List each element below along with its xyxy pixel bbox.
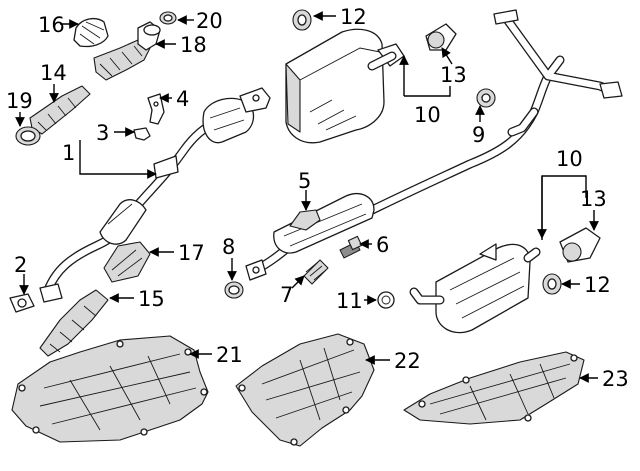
part-12-hanger-upper[interactable] [292,9,312,31]
callout-22: 22 [394,349,421,373]
callout-9: 9 [472,123,485,147]
callout-13-upper: 13 [440,63,467,87]
part-15-heat-shield[interactable] [39,289,109,357]
part-2-gasket[interactable] [9,293,35,313]
part-22-center-heat-shield[interactable] [235,333,375,447]
part-6-bolt[interactable] [339,235,363,259]
part-14-heat-shield[interactable] [29,85,91,135]
callout-8: 8 [222,235,235,259]
callout-13-lower: 13 [580,187,607,211]
callout-6: 6 [376,233,389,257]
part-7-spring[interactable] [303,259,329,285]
callout-23: 23 [602,367,629,391]
callout-18: 18 [180,33,207,57]
part-21-floor-heat-shield[interactable] [11,335,209,443]
part-23-rear-heat-shield[interactable] [403,351,585,425]
part-1-front-pipe[interactable] [39,87,271,303]
callout-1: 1 [62,141,75,165]
part-17-heat-shield[interactable] [103,241,151,283]
callout-3: 3 [96,121,109,145]
callout-20: 20 [196,9,223,33]
part-8-gasket[interactable] [224,281,244,299]
callout-2: 2 [14,253,27,277]
part-16-heat-shield[interactable] [73,17,109,48]
part-10-muffler-upper[interactable] [285,28,405,144]
callout-15: 15 [138,287,165,311]
part-13-tail-tip-upper[interactable] [425,23,457,51]
callout-14: 14 [40,61,67,85]
part-9-hanger[interactable] [476,88,496,108]
callout-12-lower: 12 [584,273,611,297]
callout-21: 21 [216,343,243,367]
callout-10-lower: 10 [556,147,583,171]
part-19-gasket[interactable] [15,126,41,146]
callout-7: 7 [280,283,293,307]
callout-4: 4 [176,87,189,111]
part-20-clamp[interactable] [159,11,177,25]
part-3-bracket[interactable] [133,127,151,141]
callout-12-upper: 12 [340,5,367,29]
callout-10-upper: 10 [414,103,441,127]
part-10-muffler-lower[interactable] [409,243,541,334]
part-12-hanger-lower[interactable] [542,273,562,295]
part-11-hanger[interactable] [377,291,395,309]
part-13-tail-tip-lower[interactable] [559,227,601,263]
callout-5: 5 [298,169,311,193]
part-5-intermediate-pipe[interactable] [245,9,623,281]
callout-19: 19 [6,89,33,113]
callout-17: 17 [178,241,205,265]
callout-16: 16 [38,13,65,37]
leader-lines [15,11,599,383]
callout-labels: 16 20 18 14 19 3 4 1 2 17 15 5 6 7 8 11 … [6,5,629,391]
callout-11: 11 [336,289,363,313]
